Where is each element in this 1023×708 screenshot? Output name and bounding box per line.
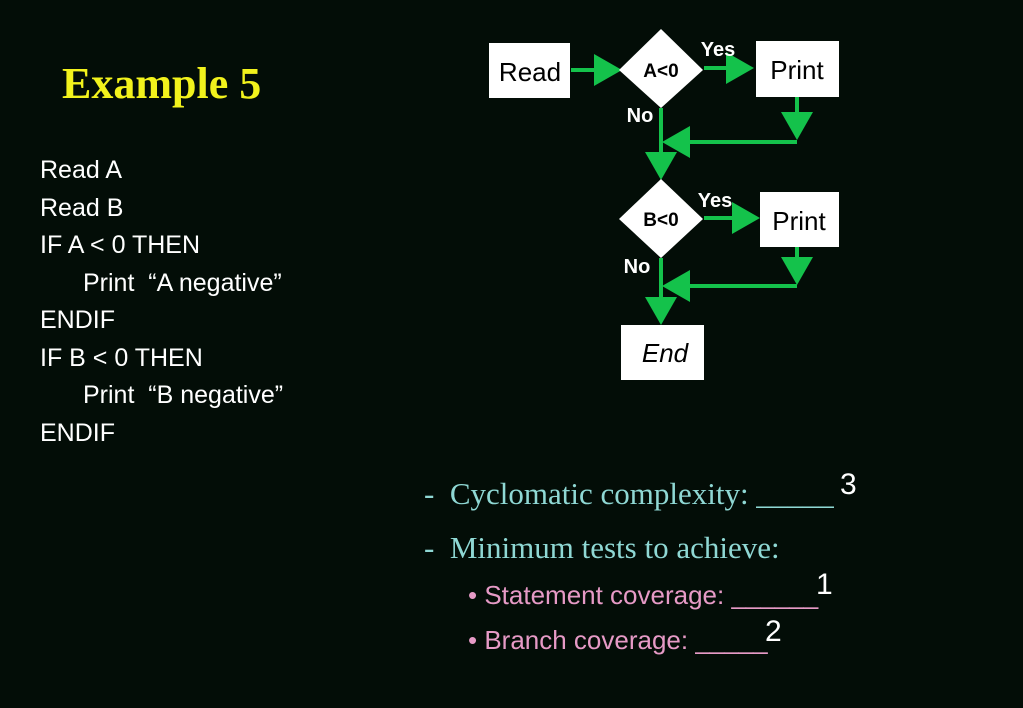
yes-a-label: Yes (701, 39, 735, 61)
no-b-label: No (624, 256, 651, 278)
code-line: Print “A negative” (83, 268, 282, 297)
code-line: ENDIF (40, 306, 115, 334)
min-tests-question: - Minimum tests to achieve: (424, 530, 780, 565)
code-line: Print “B negative” (83, 381, 284, 409)
end-node (621, 325, 704, 380)
print-b-node (760, 192, 839, 247)
cyclomatic-question: - Cyclomatic complexity: _____ (424, 476, 834, 511)
cyclomatic-answer: 3 (840, 468, 857, 501)
pseudocode-block: Read A Read B IF A < 0 THEN Print “A neg… (40, 152, 283, 452)
print-a-node (756, 41, 839, 97)
end-node-label: End (642, 338, 690, 368)
print-b-label: Print (772, 206, 826, 236)
code-line: ENDIF (40, 418, 115, 447)
branch-coverage-answer: 2 (765, 615, 782, 648)
decision-a-label: A<0 (643, 61, 678, 82)
print-a-label: Print (770, 55, 824, 85)
statement-coverage-question: • Statement coverage: ______ (468, 580, 819, 610)
statement-coverage-answer: 1 (816, 568, 833, 601)
code-line: IF A < 0 THEN (40, 231, 201, 259)
no-a-label: No (627, 105, 654, 127)
yes-b-label: Yes (698, 190, 732, 212)
read-node-label: Read (499, 57, 561, 87)
code-line: Read A (40, 156, 123, 184)
code-line: Read B (40, 193, 124, 222)
decision-b-node (619, 179, 703, 258)
slide-title: Example 5 (62, 59, 262, 108)
code-line: IF B < 0 THEN (40, 343, 203, 372)
decision-b-label: B<0 (643, 210, 678, 231)
flowchart: Read A<0 Print B<0 Print End Yes No Yes … (489, 29, 839, 380)
decision-a-node (619, 29, 703, 108)
branch-coverage-question: • Branch coverage: _____ (468, 625, 768, 655)
read-node (489, 43, 570, 98)
